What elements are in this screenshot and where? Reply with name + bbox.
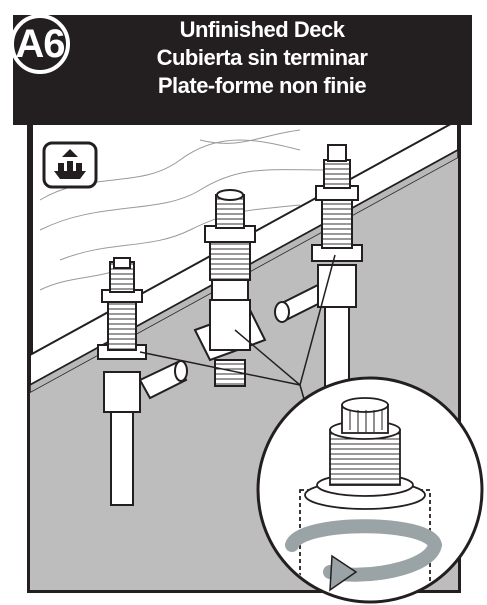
title-french: Plate-forme non finie — [157, 73, 367, 98]
step-badge-circle — [10, 14, 70, 74]
left-valve — [97, 257, 188, 506]
header-bar — [13, 15, 472, 125]
zoom-detail — [256, 376, 484, 604]
step-number: A6 — [15, 22, 65, 66]
leader-lines — [139, 254, 336, 421]
deck-install-icon — [42, 141, 98, 189]
step-badge: A6 — [2, 14, 92, 74]
title-english: Unfinished Deck — [179, 17, 345, 42]
title-spanish: Cubierta sin terminar — [156, 45, 368, 70]
step-titles: Unfinished Deck Cubierta sin terminar Pl… — [92, 16, 432, 100]
rotate-arrow-icon — [285, 519, 443, 592]
